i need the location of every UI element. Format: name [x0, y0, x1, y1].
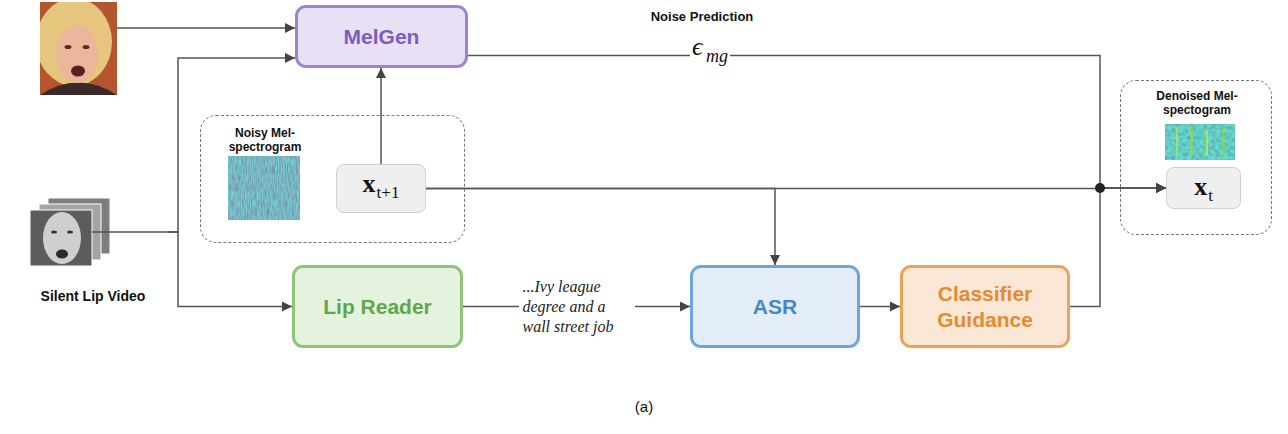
spectrogram-band [1206, 130, 1208, 156]
connector [168, 232, 292, 307]
speaker-photo [40, 2, 117, 95]
model-box: ASR [690, 265, 860, 348]
model-box: Classifier Guidance [900, 265, 1070, 348]
eye [51, 230, 57, 233]
input-caption: Silent Lip Video [41, 288, 146, 306]
model-box: MelGen [295, 5, 468, 68]
tensor-subscript: t+1 [377, 183, 400, 203]
eye [83, 45, 90, 49]
group-box: Denoised Mel-spectogram xt [1120, 80, 1272, 235]
video-frame [30, 210, 92, 266]
tensor-box: xt+1 [336, 164, 426, 213]
figure-caption: (a) [0, 398, 1288, 415]
spectrogram-image [228, 156, 300, 220]
video-input: Silent Lip Video [18, 196, 168, 306]
box-label: Classifier Guidance [913, 281, 1057, 331]
eye [65, 45, 72, 49]
shoulders [40, 83, 117, 96]
spectrogram-image [1165, 124, 1235, 160]
transcript-text: ...Ivy league degree and a wall street j… [519, 275, 635, 339]
box-label: ASR [753, 294, 797, 319]
connector [860, 306, 900, 308]
tensor-box: xt [1166, 167, 1241, 209]
eye [67, 230, 73, 233]
mouth [71, 66, 85, 77]
group-heading: Denoised Mel-spectogram [1142, 89, 1252, 117]
box-label: Lip Reader [323, 294, 432, 319]
spectrogram-band [1176, 128, 1178, 156]
annotation-text: Noise Prediction [625, 10, 779, 23]
model-box: Lip Reader [292, 265, 463, 348]
connector [380, 68, 382, 164]
connector [468, 55, 1166, 188]
math-symbol: ϵ [690, 34, 704, 60]
tensor-symbol: x [363, 169, 376, 199]
mouth [56, 250, 68, 259]
box-label: MelGen [344, 24, 420, 49]
tensor-symbol: x [1194, 172, 1207, 202]
face [43, 212, 81, 264]
clean-spectrogram [1165, 124, 1235, 160]
connector [1070, 188, 1166, 307]
video-wire [92, 231, 168, 233]
noisy-spectrogram [228, 156, 300, 220]
spectrogram-band [1190, 126, 1193, 156]
group-heading: Noisy Mel-spectrogram [210, 126, 320, 154]
math-subscript: mg [704, 47, 730, 65]
spectrogram-band [1222, 127, 1225, 156]
video-frame [30, 210, 92, 266]
frame-ground [30, 210, 92, 266]
group-box: Noisy Mel-spectrogram xt+1 [200, 115, 465, 243]
junction-dot [1095, 183, 1105, 193]
tensor-subscript: t [1208, 186, 1213, 206]
input-wire [117, 27, 295, 29]
connector [426, 189, 775, 266]
hair [40, 2, 112, 86]
face [56, 25, 98, 83]
